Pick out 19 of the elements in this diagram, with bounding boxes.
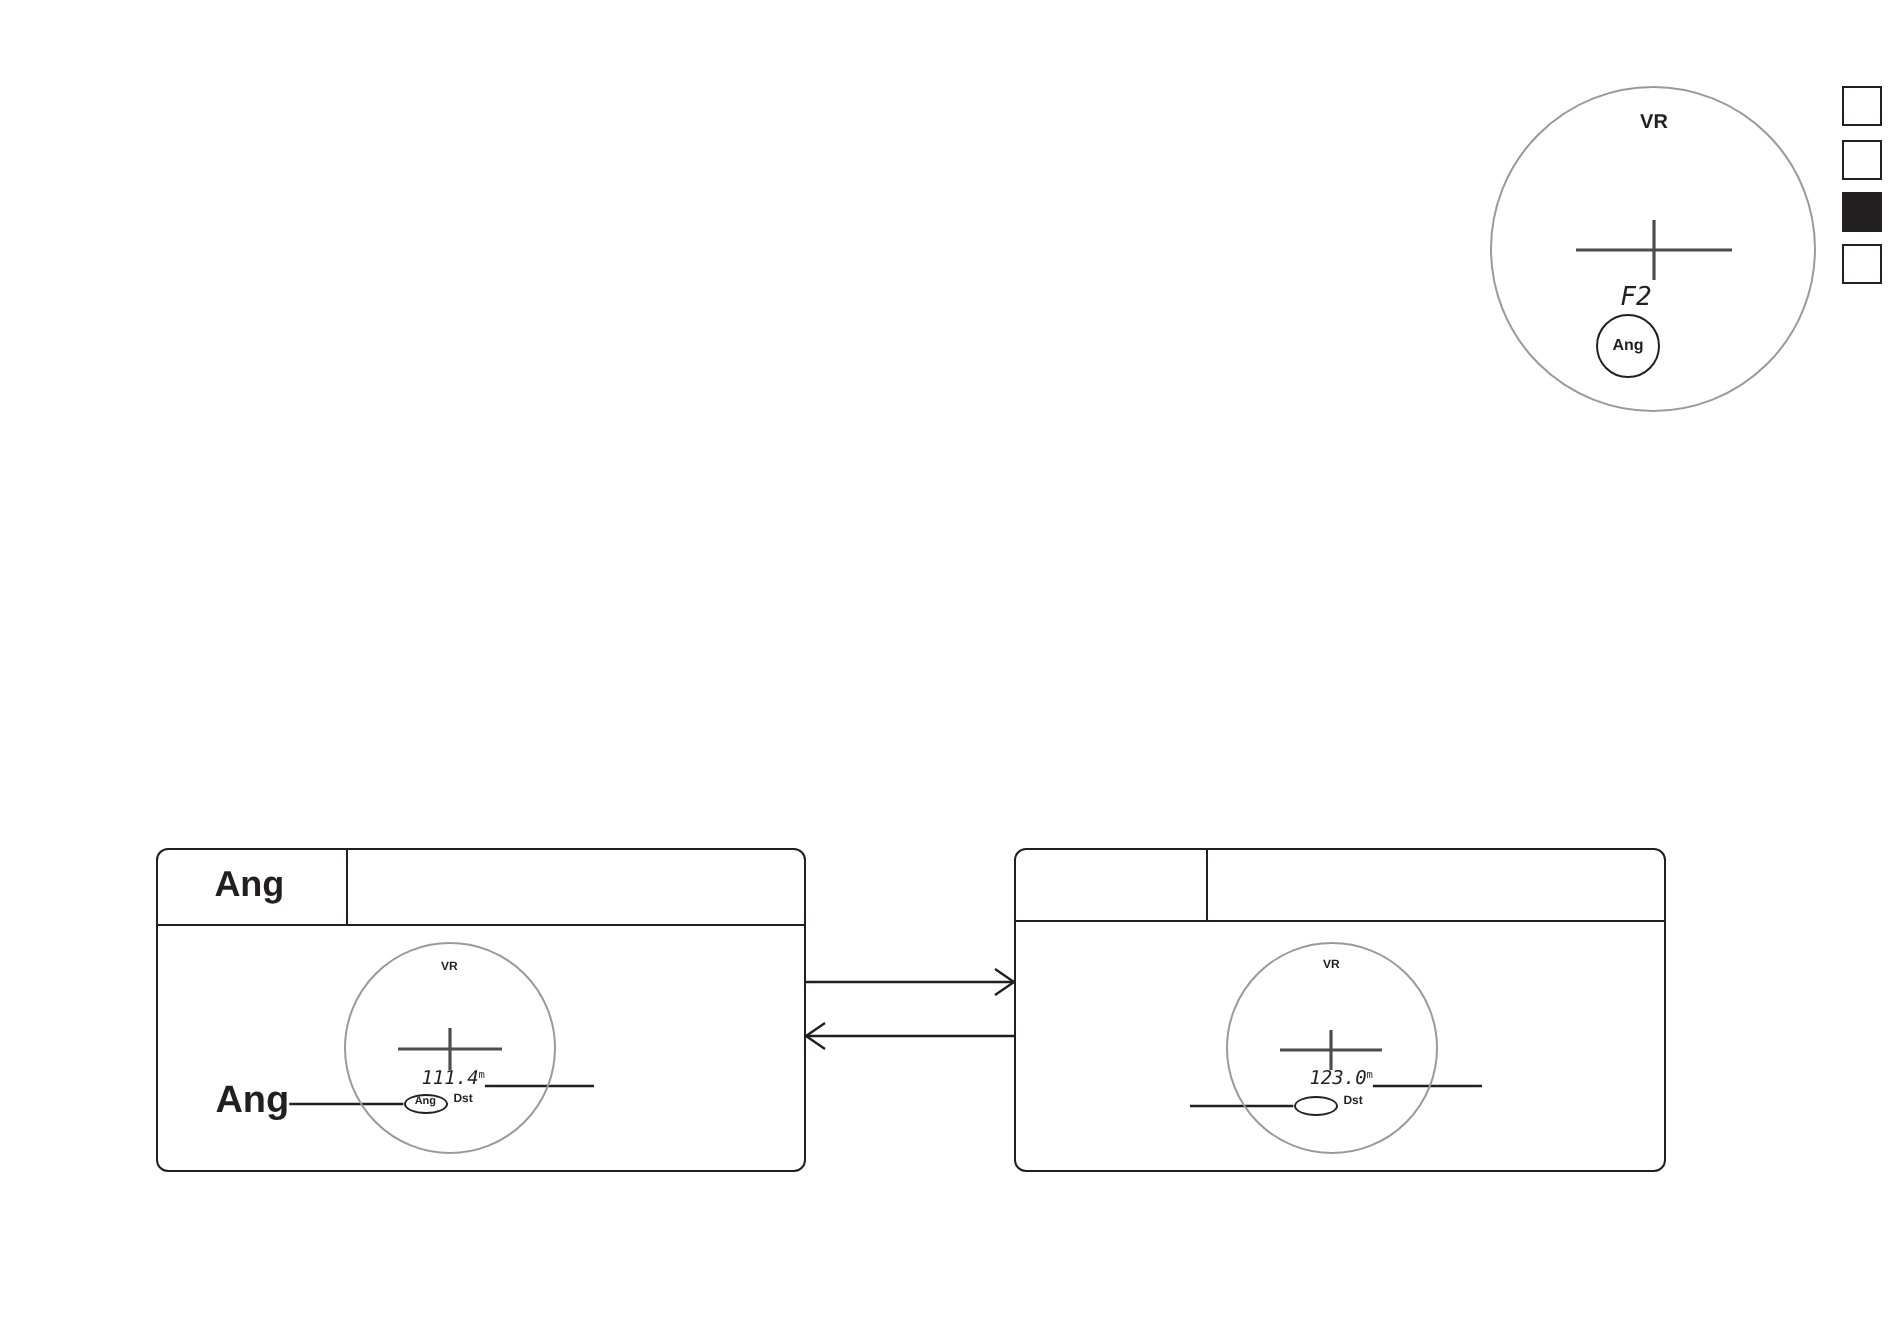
panel-heading: Ang [214,865,285,902]
viewfinder-circle [1225,941,1438,1154]
viewfinder-circle [343,941,556,1154]
viewfinder-circle [1490,86,1816,412]
arrow [804,1021,1014,1051]
leader-line [1190,1104,1294,1108]
distance-reading: 123.0$^{m}$ [1309,1069,1373,1089]
mode-ellipse [1293,1095,1338,1116]
callout-label: Ang [215,1081,290,1120]
mode-circle: Ang [1596,314,1660,378]
arrow [806,967,1016,997]
leader-line [289,1102,404,1106]
leader-line [484,1084,594,1088]
leader-line [1372,1084,1482,1088]
vr-indicator: VR [1640,114,1668,134]
display-panel [1014,848,1666,1172]
distance-reading: 111.4$^{m}$ [421,1069,485,1089]
function-readout: F2 [1620,285,1652,311]
display-panel [156,848,806,1172]
